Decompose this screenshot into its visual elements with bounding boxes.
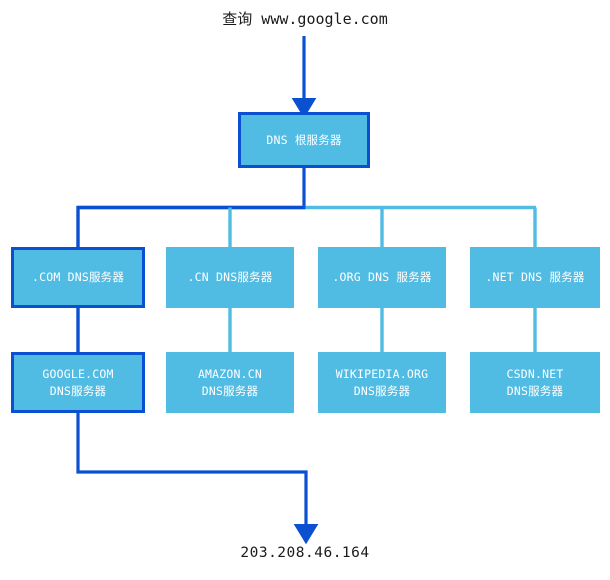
node-label-line1: GOOGLE.COM (42, 366, 114, 381)
node-label: .CN DNS服务器 (187, 270, 273, 285)
node-label: .NET DNS 服务器 (485, 270, 585, 285)
node-label-line2: DNS服务器 (353, 383, 411, 398)
node-cn-tld-server[interactable]: .CN DNS服务器 (166, 247, 294, 308)
node-label-line1: CSDN.NET (506, 366, 564, 381)
node-label: .ORG DNS 服务器 (332, 270, 432, 285)
node-label: .COM DNS服务器 (31, 270, 125, 285)
node-label-line2: DNS服务器 (201, 383, 259, 398)
node-label-line1: WIKIPEDIA.ORG (335, 366, 429, 381)
node-label-line2: DNS服务器 (506, 383, 564, 398)
node-label-line1: AMAZON.CN (197, 366, 263, 381)
answer-path (76, 411, 319, 545)
node-csdn-net-authoritative-server[interactable]: CSDN.NET DNS服务器 (470, 352, 600, 413)
node-com-tld-server[interactable]: .COM DNS服务器 (11, 247, 145, 308)
node-wikipedia-org-authoritative-server[interactable]: WIKIPEDIA.ORG DNS服务器 (318, 352, 446, 413)
node-label: DNS 根服务器 (266, 132, 342, 147)
node-google-com-authoritative-server[interactable]: GOOGLE.COM DNS服务器 (11, 352, 145, 413)
node-label-line2: DNS服务器 (49, 383, 107, 398)
node-org-tld-server[interactable]: .ORG DNS 服务器 (318, 247, 446, 308)
query-caption: 查询 www.google.com (222, 10, 388, 28)
node-dns-root-server[interactable]: DNS 根服务器 (238, 112, 370, 168)
node-amazon-cn-authoritative-server[interactable]: AMAZON.CN DNS服务器 (166, 352, 294, 413)
resolved-ip-caption: 203.208.46.164 (240, 545, 370, 561)
node-net-tld-server[interactable]: .NET DNS 服务器 (470, 247, 600, 308)
